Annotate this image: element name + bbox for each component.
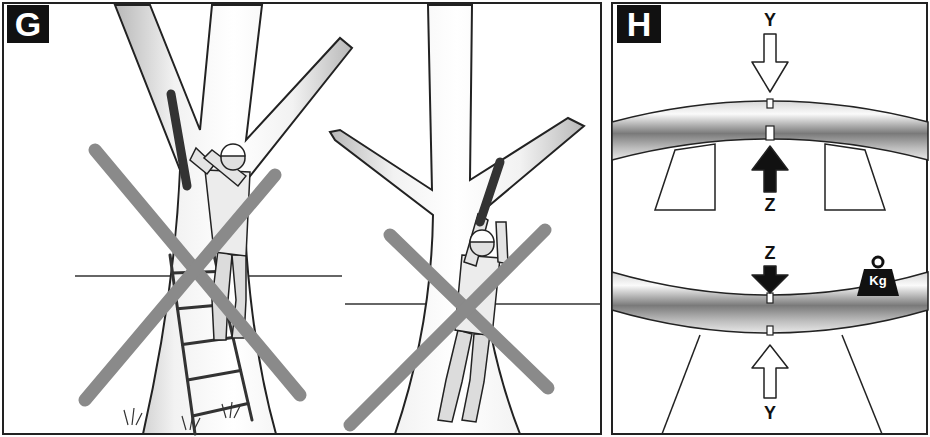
panel-letter-text: G xyxy=(7,5,49,43)
worker-on-ladder xyxy=(221,144,245,156)
force-label: Y xyxy=(764,403,776,423)
prohibition-cross xyxy=(350,230,545,425)
weight-ring xyxy=(873,257,883,267)
worker-climbing xyxy=(496,222,508,264)
force-label: Z xyxy=(765,243,776,263)
worker-climbing xyxy=(462,334,490,422)
saw-notch xyxy=(766,126,774,140)
force-label: Z xyxy=(765,195,776,215)
support-block xyxy=(825,144,885,210)
support-strut xyxy=(842,335,882,434)
weight-symbol: Kg xyxy=(856,255,900,297)
support-strut xyxy=(662,335,882,434)
prohibition-cross xyxy=(85,175,275,400)
panel-letter-text: H xyxy=(617,5,661,43)
ladder xyxy=(188,371,241,381)
beam xyxy=(612,101,928,333)
force-arrow xyxy=(752,345,788,398)
weight-label: Kg xyxy=(856,255,900,288)
saw-notch xyxy=(767,326,773,335)
force-arrow xyxy=(752,34,788,398)
worker-climbing xyxy=(470,230,494,242)
force-label: Y xyxy=(764,10,776,30)
force-arrow xyxy=(752,34,788,92)
force-arrow xyxy=(752,266,788,293)
force-arrow xyxy=(752,146,788,192)
tree xyxy=(330,5,584,434)
panel-frame xyxy=(3,3,601,434)
prohibition-cross xyxy=(85,150,548,425)
grass xyxy=(124,402,240,430)
saw-notch xyxy=(767,293,773,303)
panel-letter: H xyxy=(617,5,661,43)
tree xyxy=(115,5,584,434)
support-strut xyxy=(662,335,700,434)
panel-letter: G xyxy=(7,5,49,43)
ladder xyxy=(193,404,249,417)
support-block xyxy=(655,144,715,210)
worker-climbing xyxy=(480,162,500,222)
worker-on-ladder xyxy=(171,94,187,186)
grass xyxy=(124,408,142,425)
panel-frame xyxy=(612,3,927,434)
saw-notch xyxy=(766,99,774,335)
saw-notch xyxy=(767,99,773,108)
ground-line xyxy=(75,276,600,304)
